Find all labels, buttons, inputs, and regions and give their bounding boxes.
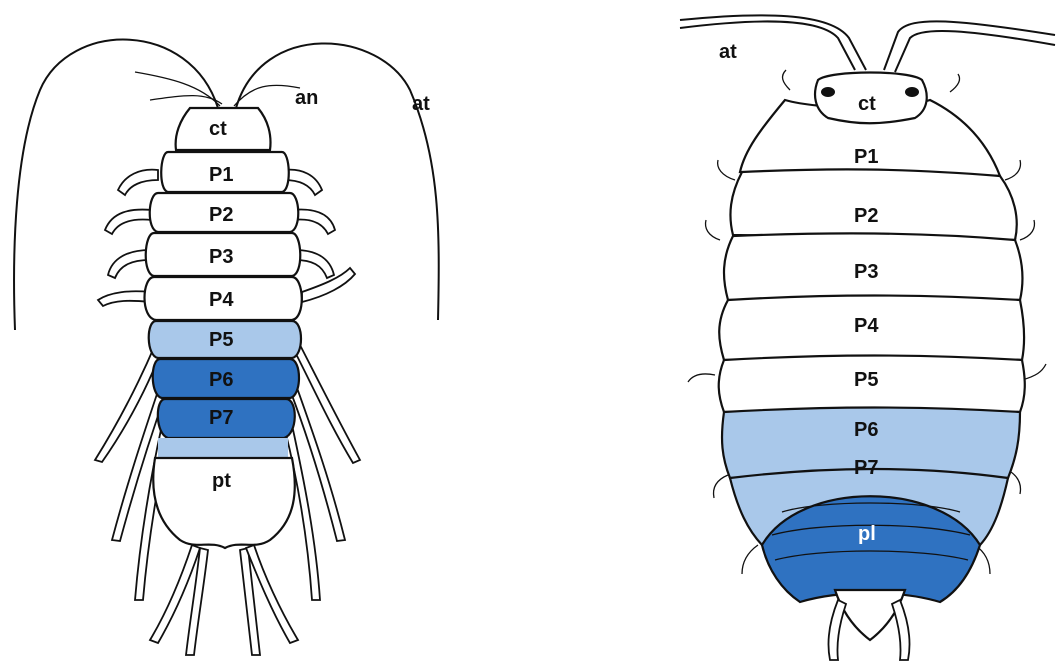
left-leg-2	[105, 210, 152, 234]
left-label-an: an	[295, 87, 318, 109]
right-uropod-left	[828, 600, 846, 660]
right-uropod-right	[892, 600, 910, 660]
left-leg-5	[95, 345, 162, 462]
right-side-leg-5	[706, 220, 720, 240]
right-label-p7: P7	[854, 457, 878, 479]
right-label-p4: P4	[854, 315, 879, 337]
left-label-at: at	[412, 93, 430, 115]
left-pleon-band	[158, 438, 288, 458]
right-antenna-left-2	[680, 15, 866, 70]
right-label-p5: P5	[854, 369, 878, 391]
left-label-p7: P7	[209, 407, 233, 429]
right-label-p3: P3	[854, 261, 878, 283]
right-side-leg-4	[1005, 160, 1020, 180]
right-antenna-right	[884, 21, 1055, 70]
right-antenna-left	[680, 21, 855, 70]
left-antennule-left-2	[150, 96, 222, 104]
right-side-leg-11	[742, 545, 758, 574]
left-label-p1: P1	[209, 164, 233, 186]
left-antennule-left	[135, 72, 220, 106]
left-leg-3	[108, 250, 150, 278]
left-label-p2: P2	[209, 204, 233, 226]
right-eye-left	[821, 87, 835, 97]
right-antenna-right-2	[895, 31, 1055, 72]
right-side-leg-9	[714, 475, 728, 498]
left-isopod: an at ct P1 P2 P3 P4 P5 P6 P7 pt	[14, 40, 439, 655]
right-label-p6: P6	[854, 419, 878, 441]
right-isopod: at ct P1 P2 P3 P4 P5 P6 P7 pl	[680, 15, 1055, 660]
right-label-at: at	[719, 41, 737, 63]
right-side-leg-7	[688, 374, 715, 382]
right-side-leg-6	[1020, 220, 1034, 240]
right-label-p1: P1	[854, 146, 878, 168]
left-label-ct: ct	[209, 118, 227, 140]
left-leg-4	[98, 291, 150, 306]
left-label-pt: pt	[212, 470, 231, 492]
right-label-p2: P2	[854, 205, 878, 227]
left-label-p6: P6	[209, 369, 233, 391]
left-label-p4: P4	[209, 289, 234, 311]
right-eye-right	[905, 87, 919, 97]
right-side-leg-8	[1022, 364, 1046, 380]
right-label-ct: ct	[858, 93, 876, 115]
left-label-p5: P5	[209, 329, 233, 351]
right-side-leg-3	[718, 160, 735, 180]
right-side-leg-2	[950, 74, 960, 92]
right-leg-5	[294, 345, 360, 463]
left-leg-1	[118, 170, 158, 195]
right-side-leg-1	[783, 70, 790, 90]
right-label-pl: pl	[858, 523, 876, 545]
left-label-p3: P3	[209, 246, 233, 268]
